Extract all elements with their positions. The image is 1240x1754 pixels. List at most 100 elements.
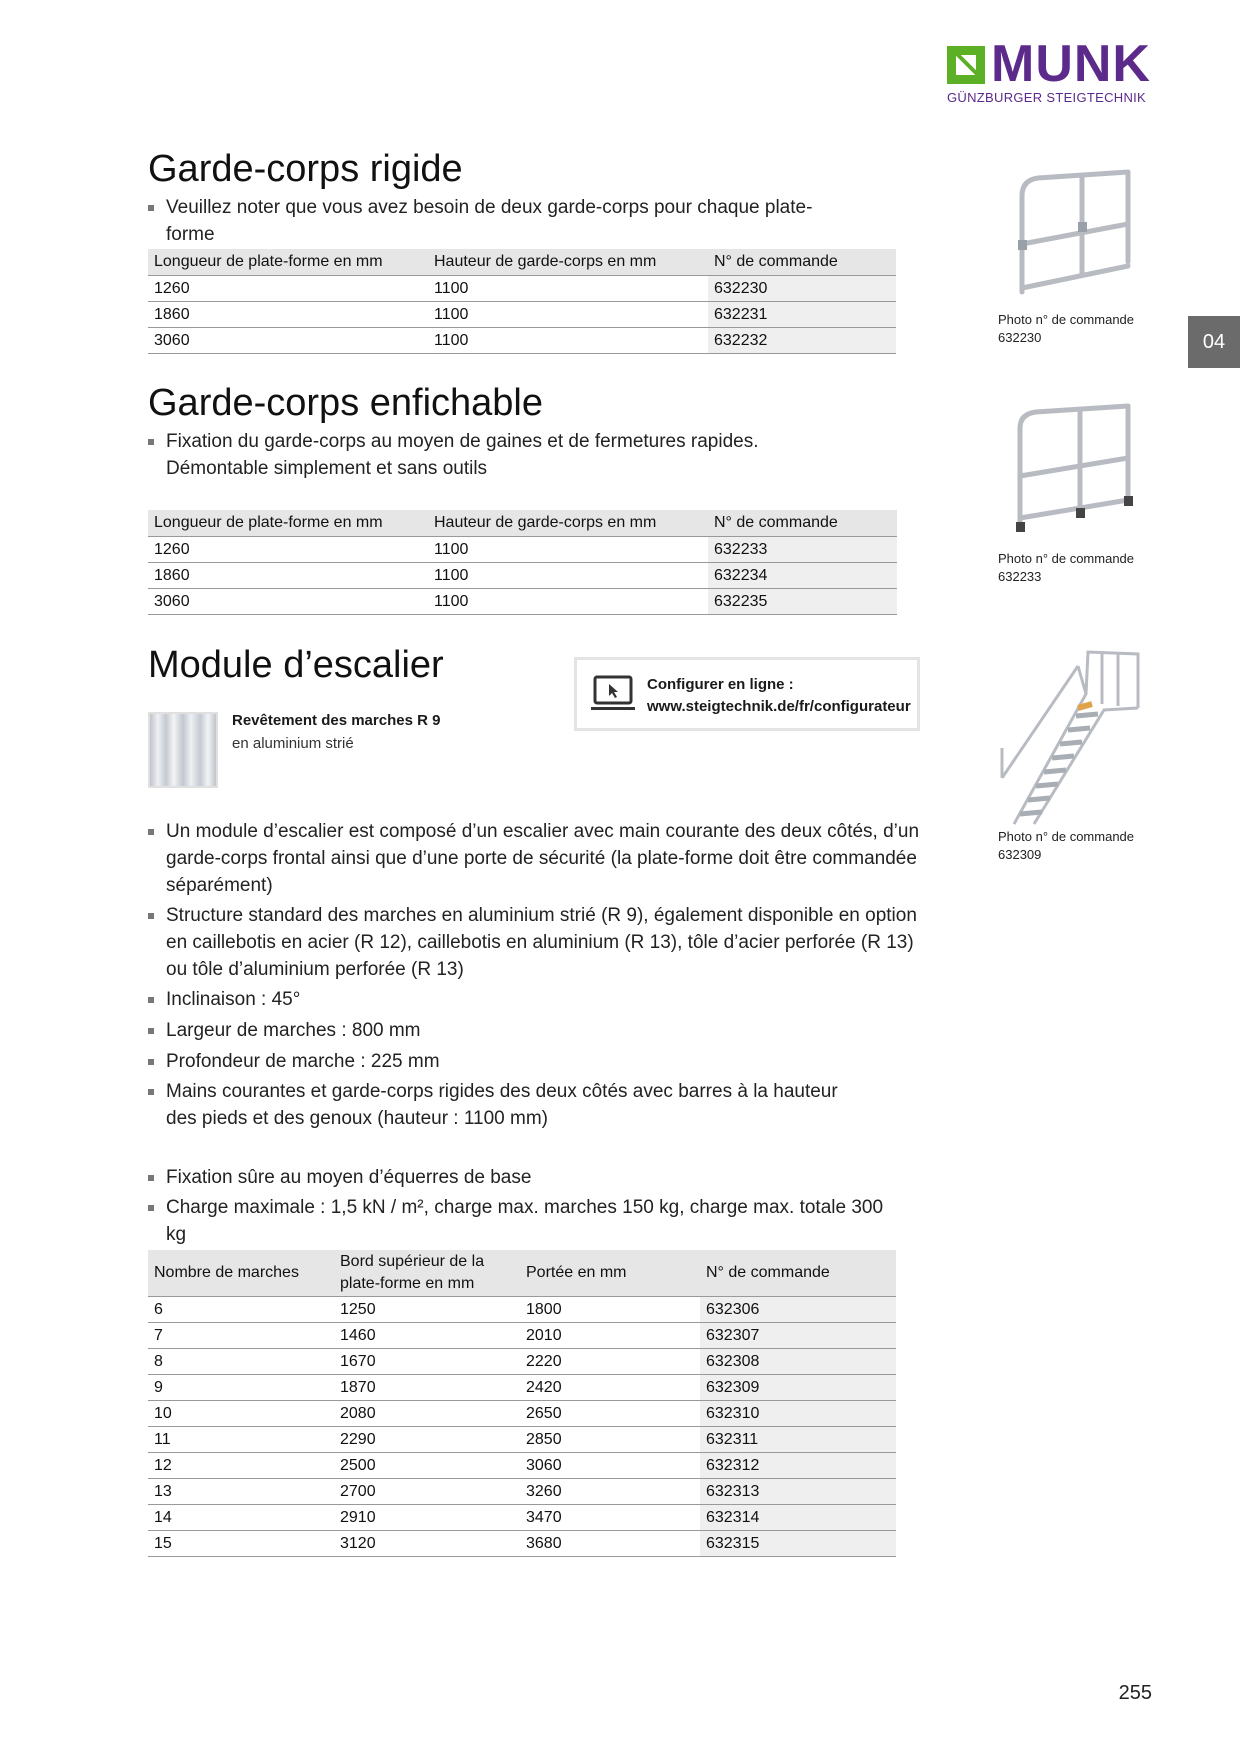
photo-caption-2: Photo n° de commande 632233 — [998, 550, 1134, 586]
order-number: 632233 — [708, 536, 897, 563]
caption-number: 632309 — [998, 847, 1042, 862]
cell: 2010 — [520, 1322, 700, 1349]
order-number: 632232 — [708, 327, 896, 354]
cell: 2850 — [520, 1426, 700, 1453]
col-header: Portée en mm — [520, 1250, 700, 1297]
col-header: Hauteur de garde-corps en mm — [428, 510, 708, 537]
section-title-escalier: Module d’escalier — [148, 644, 444, 686]
table-row: 1260 1100 632230 — [148, 275, 896, 302]
photo-caption-3: Photo n° de commande 632309 — [998, 828, 1134, 864]
stair-module-photo — [1000, 650, 1140, 825]
cell: 1100 — [428, 275, 708, 302]
plug-in-railing-photo — [1016, 403, 1133, 532]
cell: 1860 — [148, 301, 428, 328]
cell: 2650 — [520, 1400, 700, 1427]
cell: 2290 — [334, 1426, 520, 1453]
col-header: Longueur de plate-forme en mm — [148, 249, 428, 276]
table-row: 1260 1100 632233 — [148, 536, 897, 563]
bullet-rigide-1: Veuillez noter que vous avez besoin de d… — [148, 194, 846, 248]
cell: 3470 — [520, 1504, 700, 1531]
caption-text: Photo n° de commande — [998, 829, 1135, 844]
order-number: 632307 — [700, 1322, 896, 1349]
caption-text: Photo n° de commande — [998, 312, 1135, 327]
bullet-escalier-5: Profondeur de marche : 225 mm — [148, 1048, 926, 1075]
bullet-escalier-8: Charge maximale : 1,5 kN / m², charge ma… — [148, 1194, 886, 1248]
bullet-escalier-1: Un module d’escalier est composé d’un es… — [148, 818, 926, 899]
cell: 2500 — [334, 1452, 520, 1479]
section-title-rigide: Garde-corps rigide — [148, 148, 463, 190]
cell: 9 — [148, 1374, 334, 1401]
table-row: 3060 1100 632232 — [148, 327, 896, 354]
cell: 1100 — [428, 536, 708, 563]
bullet-escalier-7: Fixation sûre au moyen d’équerres de bas… — [148, 1164, 926, 1191]
order-number: 632313 — [700, 1478, 896, 1505]
caption-number: 632233 — [998, 569, 1042, 584]
col-header: Hauteur de garde-corps en mm — [428, 249, 708, 276]
page-number: 255 — [1118, 1682, 1152, 1704]
cell: 7 — [148, 1322, 334, 1349]
configurator-link[interactable]: www.steigtechnik.de/fr/configurateur — [647, 698, 911, 715]
cell: 1870 — [334, 1374, 520, 1401]
cell: 10 — [148, 1400, 334, 1427]
bullet-escalier-6: Mains courantes et garde-corps rigides d… — [148, 1078, 866, 1132]
bullet-enfichable-1: Fixation du garde-corps au moyen de gain… — [148, 428, 846, 482]
cell: 3680 — [520, 1530, 700, 1557]
caption-text: Photo n° de commande — [998, 551, 1135, 566]
cell: 11 — [148, 1426, 334, 1453]
col-header: N° de commande — [700, 1250, 896, 1297]
laptop-cursor-icon — [591, 675, 635, 710]
bullet-escalier-2: Structure standard des marches en alumin… — [148, 902, 926, 983]
col-header: Bord supérieur de la plate-forme en mm — [334, 1250, 520, 1297]
table-row: 1860 1100 632231 — [148, 301, 896, 328]
cell: 3060 — [520, 1452, 700, 1479]
table-rigide: Longueur de plate-forme en mm Hauteur de… — [148, 249, 896, 354]
swatch-title: Revêtement des marches R 9 — [232, 712, 441, 729]
order-number: 632234 — [708, 562, 897, 589]
configurator-box[interactable]: Configurer en ligne : www.steigtechnik.d… — [574, 657, 920, 731]
order-number: 632310 — [700, 1400, 896, 1427]
cell: 3260 — [520, 1478, 700, 1505]
configurator-label: Configurer en ligne : — [647, 676, 794, 693]
photo-caption-1: Photo n° de commande 632230 — [998, 311, 1134, 347]
table-enfichable: Longueur de plate-forme en mm Hauteur de… — [148, 510, 897, 615]
order-number: 632312 — [700, 1452, 896, 1479]
cell: 1460 — [334, 1322, 520, 1349]
bullet-escalier-4: Largeur de marches : 800 mm — [148, 1017, 926, 1044]
cell: 1100 — [428, 588, 708, 615]
cell: 3060 — [148, 327, 428, 354]
cell: 1250 — [334, 1296, 520, 1323]
table-escalier: Nombre de marches Bord supérieur de la p… — [148, 1250, 896, 1557]
cell: 3060 — [148, 588, 428, 615]
cell: 15 — [148, 1530, 334, 1557]
swatch-subtitle: en aluminium strié — [232, 735, 354, 752]
caption-number: 632230 — [998, 330, 1042, 345]
cell: 14 — [148, 1504, 334, 1531]
cell: 1260 — [148, 536, 428, 563]
cell: 1100 — [428, 562, 708, 589]
order-number: 632306 — [700, 1296, 896, 1323]
col-header: Nombre de marches — [148, 1250, 334, 1297]
cell: 1800 — [520, 1296, 700, 1323]
order-number: 632230 — [708, 275, 896, 302]
order-number: 632308 — [700, 1348, 896, 1375]
munk-logo: MUNK GÜNZBURGER STEIGTECHNIK — [947, 36, 1151, 108]
cell: 2080 — [334, 1400, 520, 1427]
cell: 1670 — [334, 1348, 520, 1375]
cell: 2910 — [334, 1504, 520, 1531]
cell: 1260 — [148, 275, 428, 302]
cell: 3120 — [334, 1530, 520, 1557]
tread-swatch-image — [148, 712, 218, 788]
order-number: 632235 — [708, 588, 897, 615]
cell: 8 — [148, 1348, 334, 1375]
logo-subtitle: GÜNZBURGER STEIGTECHNIK — [947, 90, 1147, 105]
bullet-escalier-3: Inclinaison : 45° — [148, 986, 926, 1013]
cell: 2700 — [334, 1478, 520, 1505]
cell: 13 — [148, 1478, 334, 1505]
